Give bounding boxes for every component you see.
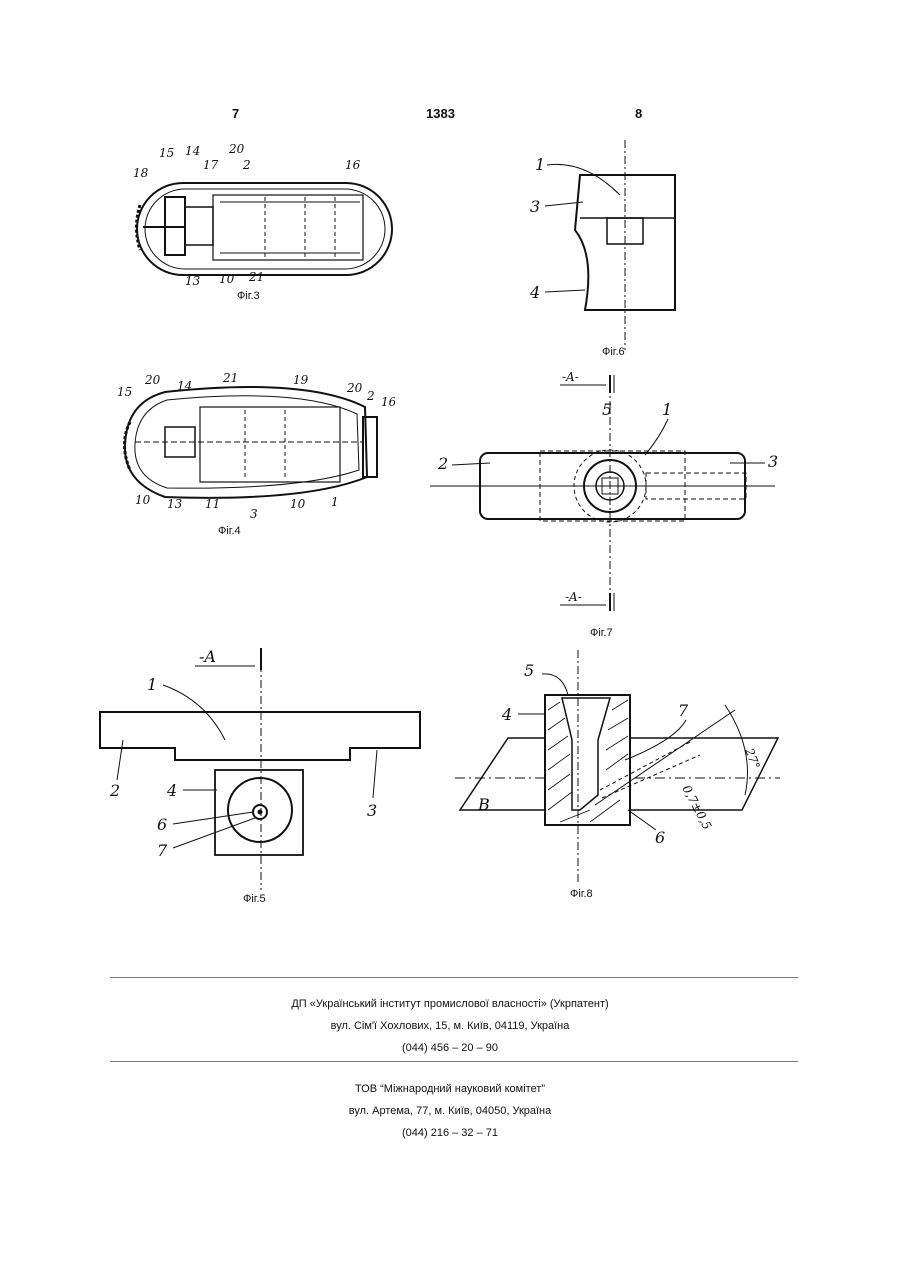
figure-6-caption: Фіг.6: [602, 346, 625, 358]
fig7-label-5: 5: [602, 400, 612, 419]
fig3-label-16: 16: [345, 158, 361, 172]
figure-4-drawing: 15 20 14 21 19 20 2 16 10 13 11 3 10 1: [105, 362, 395, 527]
fig6-label-3: 3: [530, 197, 540, 216]
fig5-label-2: 2: [109, 781, 120, 800]
fig8-label-angle: 27°: [742, 745, 763, 771]
fig4-label-15: 15: [117, 385, 132, 399]
figure-4-caption: Фіг.4: [218, 525, 241, 537]
fig8-label-5: 5: [524, 661, 534, 680]
fig8-label-7: 7: [678, 701, 689, 720]
fig4-label-2: 2: [366, 389, 375, 403]
fig6-label-1: 1: [535, 155, 545, 174]
fig7-label-3: 3: [768, 452, 778, 471]
fig3-label-21: 21: [248, 270, 264, 284]
footer-block-ukrpatent: ДП «Український інститут промислової вла…: [0, 993, 900, 1059]
figure-7-drawing: -A- 5 1 2 3 -A-: [430, 365, 785, 625]
figure-3-drawing: 18 15 14 17 20 2 16 13 10 21: [125, 135, 415, 290]
page-number-left: 7: [232, 106, 239, 121]
fig4-label-13: 13: [167, 497, 183, 511]
fig7-label-A-top: -A-: [562, 370, 579, 384]
footer-rule-middle: [110, 1061, 798, 1062]
patent-number: 1383: [426, 106, 455, 121]
fig4-label-10a: 10: [135, 493, 151, 507]
footer-committee-phone: (044) 216 – 32 – 71: [0, 1122, 900, 1144]
fig7-label-1: 1: [662, 400, 672, 419]
fig5-label-3: 3: [367, 801, 377, 820]
fig7-label-A-bottom: -A-: [565, 590, 582, 604]
fig4-label-20b: 20: [346, 381, 363, 395]
fig6-label-4: 4: [529, 283, 540, 302]
fig5-label-1: 1: [147, 675, 157, 694]
fig5-label-A: -A: [199, 647, 216, 666]
fig5-label-6: 6: [157, 815, 167, 834]
fig4-label-21: 21: [222, 371, 238, 385]
fig4-label-20a: 20: [144, 373, 161, 387]
fig7-label-2: 2: [437, 454, 448, 473]
figure-7-caption: Фіг.7: [590, 627, 613, 639]
fig5-label-7: 7: [157, 841, 168, 860]
figure-5-caption: Фіг.5: [243, 893, 266, 905]
fig8-label-6: 6: [655, 828, 665, 847]
page-number-right: 8: [635, 106, 642, 121]
fig8-label-4: 4: [501, 705, 512, 724]
fig4-label-16: 16: [381, 395, 395, 409]
fig4-label-1: 1: [331, 495, 339, 509]
fig5-label-4: 4: [166, 781, 177, 800]
fig4-label-3: 3: [250, 507, 258, 521]
fig4-label-19: 19: [293, 373, 309, 387]
fig8-label-dimension: 0,7±0,5: [679, 783, 714, 832]
footer-rule-top: [110, 977, 798, 978]
fig3-label-2: 2: [242, 158, 251, 172]
fig3-label-14: 14: [185, 144, 200, 158]
figure-8-drawing: 5 4 7 B 6 0,7±0,5 27°: [450, 650, 790, 890]
fig4-label-11: 11: [205, 497, 220, 511]
footer-ukrpatent-phone: (044) 456 – 20 – 90: [0, 1037, 900, 1059]
figure-8-caption: Фіг.8: [570, 888, 593, 900]
fig3-label-15: 15: [159, 146, 174, 160]
footer-ukrpatent-name: ДП «Український інститут промислової вла…: [0, 993, 900, 1015]
footer-block-committee: ТОВ “Міжнародний науковий комітет” вул. …: [0, 1078, 900, 1144]
figure-5-drawing: -A 1 2 4 3 6 7: [95, 640, 435, 895]
footer-committee-address: вул. Артема, 77, м. Київ, 04050, Україна: [0, 1100, 900, 1122]
fig4-label-14: 14: [177, 379, 192, 393]
fig3-label-10: 10: [219, 272, 235, 286]
fig3-label-18: 18: [133, 166, 149, 180]
figure-3-caption: Фіг.3: [237, 290, 260, 302]
fig4-label-10b: 10: [290, 497, 306, 511]
figure-6-drawing: 1 3 4: [525, 140, 695, 355]
footer-ukrpatent-address: вул. Сім'ї Хохлових, 15, м. Київ, 04119,…: [0, 1015, 900, 1037]
fig3-label-17: 17: [203, 158, 219, 172]
fig3-label-20: 20: [228, 142, 245, 156]
footer-committee-name: ТОВ “Міжнародний науковий комітет”: [0, 1078, 900, 1100]
fig3-label-13: 13: [185, 274, 201, 288]
fig8-label-B: B: [477, 795, 490, 814]
